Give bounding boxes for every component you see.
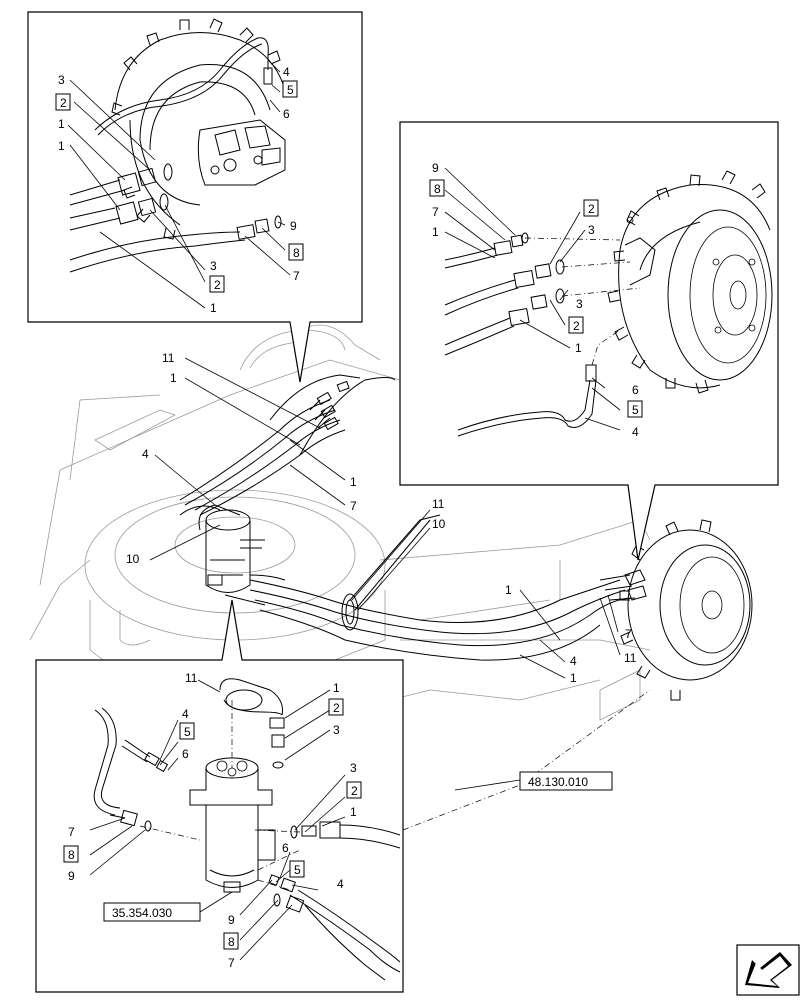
callout-2: 2 [333,701,340,715]
callout-9: 9 [228,913,235,927]
callout-8: 8 [293,246,300,260]
callout-box-8 [429,179,445,197]
callout-9: 9 [290,219,297,233]
arrow-icon[interactable] [736,944,800,996]
inset-right [399,121,779,561]
callout-2: 2 [573,319,580,333]
callout-3: 3 [350,761,357,775]
callout-2: 2 [351,784,358,798]
callout-10: 10 [432,517,446,531]
callout-8: 8 [434,182,441,196]
callout-box-8 [288,243,304,261]
callout-1: 1 [350,805,357,819]
callout-box-2 [328,698,344,716]
callout-3: 3 [210,259,217,273]
callout-11: 11 [624,651,637,665]
callout-box-8 [223,932,239,950]
callout-7: 7 [625,627,632,641]
callout-11: 11 [185,671,198,685]
callout-box-5 [282,80,298,98]
inset-bottom-left [35,599,404,993]
callout-10: 10 [126,552,140,566]
callout-box-2 [346,781,362,799]
callout-box-2 [583,199,599,217]
callout-1: 1 [333,681,340,695]
leader-lines [67,59,651,961]
callout-box-5 [179,722,195,740]
callout-7: 7 [228,956,235,970]
callout-1: 1 [570,671,577,685]
callout-1: 1 [505,583,512,597]
callout-1: 1 [432,225,439,239]
callout-4: 4 [570,654,577,668]
callout-1: 1 [210,301,217,315]
callout-box-5 [627,400,643,418]
callout-2: 2 [60,96,67,110]
callout-7: 7 [350,499,357,513]
reference-swivel[interactable]: 35.354.030 [112,906,172,920]
callout-6: 6 [283,107,290,121]
callout-6: 6 [282,841,289,855]
callout-1: 1 [58,139,65,153]
callout-box-2 [55,93,71,111]
callout-11: 11 [432,497,445,511]
reference-box-main[interactable] [519,771,613,791]
main-hoses [179,374,647,661]
reference-main[interactable]: 48.130.010 [528,775,588,789]
callout-4: 4 [337,877,344,891]
right-sprocket-main [619,519,753,701]
callout-4: 4 [283,65,290,79]
callout-9: 9 [432,161,439,175]
callout-3: 3 [58,73,65,87]
callout-2: 2 [214,278,221,292]
callout-1: 1 [350,475,357,489]
reference-box-swivel[interactable] [103,902,201,922]
callout-6: 6 [632,383,639,397]
callout-box-5 [289,860,305,878]
callout-box-2 [209,275,225,293]
callout-6: 6 [182,747,189,761]
callout-7: 7 [432,205,439,219]
callout-3: 3 [333,723,340,737]
callout-5: 5 [184,725,191,739]
callout-4: 4 [632,425,639,439]
callout-8: 8 [68,848,75,862]
callout-1: 1 [575,341,582,355]
callout-3: 3 [576,297,583,311]
callout-4: 4 [142,447,149,461]
inset-top-left [27,11,363,383]
callout-9: 9 [68,869,75,883]
swivel-joint-main [179,504,286,606]
callout-4: 4 [182,707,189,721]
callout-7: 7 [293,269,300,283]
callout-2: 2 [588,202,595,216]
callout-5: 5 [632,403,639,417]
callout-box-2 [568,316,584,334]
callout-1: 1 [58,117,65,131]
callout-5: 5 [294,863,301,877]
callout-box-8 [63,845,79,863]
callout-8: 8 [228,935,235,949]
callout-5: 5 [287,83,294,97]
callout-1: 1 [170,371,177,385]
callout-7: 7 [68,825,75,839]
callout-11: 11 [162,351,175,365]
callout-3: 3 [588,223,595,237]
